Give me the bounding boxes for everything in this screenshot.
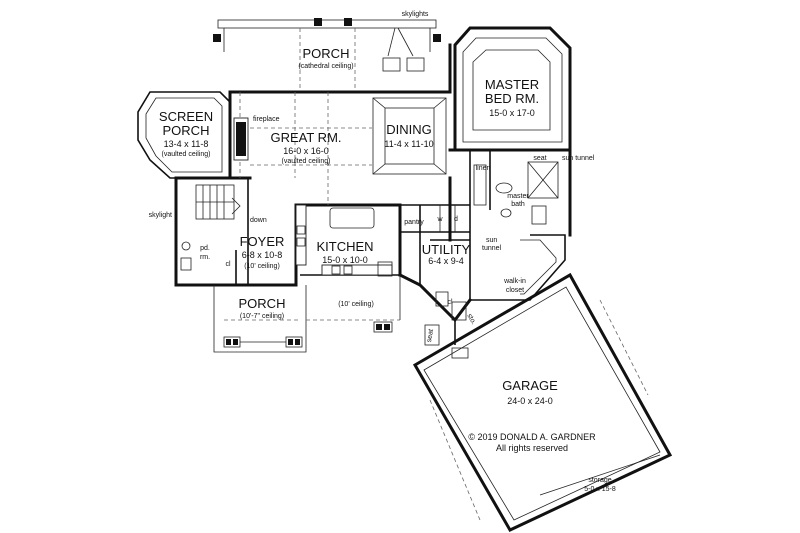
dryer-label: d [454,216,458,223]
dining-dims: 11-4 x 11-10 [384,139,433,149]
foyer-name: FOYER [240,234,285,249]
copyright-line-1: © 2019 DONALD A. GARDNER [468,432,596,442]
kitchen-dims: 15-0 x 10-0 [322,255,368,265]
seat-label: seat [533,155,546,162]
porch-front-note: (10'-7" ceiling) [240,313,284,320]
pd-rm-label-2: rm. [200,254,210,261]
master-bath-label-2: bath [511,201,525,208]
closet-label-foyer: cl [225,261,231,268]
kitchen-name: KITCHEN [316,239,373,254]
great-room-name: GREAT RM. [270,130,341,145]
walk-in-closet-label-2: closet [506,287,524,294]
front-ceiling-note: (10' ceiling) [338,301,374,308]
garage-walls [412,272,673,532]
master-bed-name-1: MASTER [485,77,539,92]
copyright-line-2: All rights reserved [496,443,568,453]
porch-top-name: PORCH [303,46,350,61]
utility-name: UTILITY [422,242,471,257]
kitchen-fixtures [295,204,393,277]
main-house-walls [174,43,452,287]
linen-label: linen [476,165,491,172]
dining-ceiling [372,97,447,175]
stair-structure [195,184,241,220]
utility-dims: 6-4 x 9-4 [428,256,464,266]
master-bed-dims: 15-0 x 17-0 [489,108,535,118]
pantry-label: pantry [404,219,424,226]
skylights-label: skylights [402,11,429,18]
master-bath-area [400,148,572,240]
dining-name: DINING [386,122,432,137]
sun-tunnel2-label-1: sun [486,237,497,244]
storage-dims: 5-0 x 15-8 [584,486,616,493]
screen-porch-outline [137,91,231,179]
closet-label-utility: cl [447,299,453,306]
porch-top-note: (cathedral ceiling) [298,63,353,70]
front-porch-structure [213,275,401,353]
sun-tunnel2-label-2: tunnel [482,245,502,252]
screen-porch-dims: 13-4 x 11-8 [164,139,209,149]
master-bath-label-1: master [507,193,529,200]
garage-dims: 24-0 x 24-0 [507,396,553,406]
screen-porch-note: (vaulted ceiling) [161,151,210,158]
porch-top-structure [213,18,441,92]
skylight-label: skylight [149,212,172,219]
garage-seat-label: seat [426,329,435,343]
sun-tunnel-label: sun tunnel [562,155,595,162]
porch-front-name: PORCH [239,296,286,311]
walk-in-closet-walls [469,234,566,301]
great-room-note: (vaulted ceiling) [281,158,330,165]
washer-label: w [436,216,443,223]
foyer-note: (10' ceiling) [244,263,280,270]
screen-porch-name-2: PORCH [163,123,210,138]
utility-walls [397,232,473,323]
pd-rm-label-1: pd. [200,245,210,252]
walk-in-closet-label-1: walk-in [503,278,526,285]
garage-name: GARAGE [502,378,558,393]
great-room-dims: 16-0 x 16-0 [283,146,329,156]
storage-name: storage [588,477,611,484]
foyer-dims: 6-8 x 10-8 [242,250,283,260]
powder-room-fixtures [180,241,237,285]
down-label: down [250,217,267,224]
storage-closet-label: sto. [465,313,477,326]
master-bed-name-2: BED RM. [485,91,539,106]
fireplace-label: fireplace [253,116,280,123]
screen-porch-name-1: SCREEN [159,109,213,124]
